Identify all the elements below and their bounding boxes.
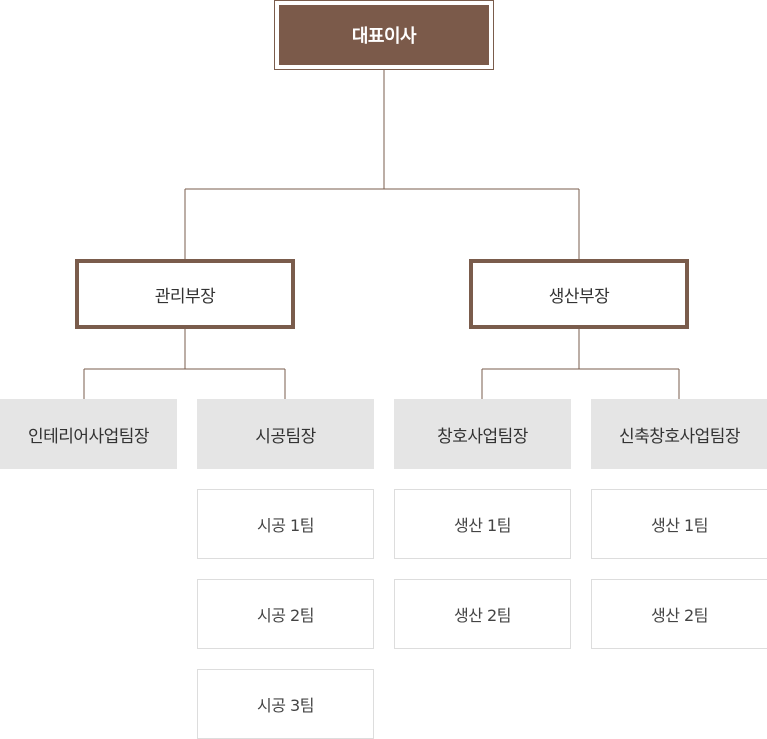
unit-new-window-production-2: 생산 2팀: [591, 579, 767, 649]
team-construction: 시공팀장: [197, 399, 374, 469]
unit-label: 시공 2팀: [257, 606, 314, 625]
unit-label: 생산 2팀: [454, 606, 511, 625]
ceo-box: 대표이사: [279, 5, 489, 65]
unit-label: 생산 1팀: [454, 516, 511, 535]
unit-window-production-2: 생산 2팀: [394, 579, 571, 649]
team-label: 신축창호사업팀장: [618, 426, 741, 447]
unit-construction-1: 시공 1팀: [197, 489, 374, 559]
team-label: 창호사업팀장: [437, 426, 528, 447]
unit-label: 시공 3팀: [257, 696, 314, 715]
team-label: 시공팀장: [255, 426, 316, 447]
unit-new-window-production-1: 생산 1팀: [591, 489, 767, 559]
unit-construction-3: 시공 3팀: [197, 669, 374, 739]
team-window: 창호사업팀장: [394, 399, 571, 469]
department-label: 관리부장: [154, 286, 216, 307]
team-new-window: 신축창호사업팀장: [591, 399, 767, 469]
unit-label: 생산 1팀: [651, 516, 708, 535]
unit-construction-2: 시공 2팀: [197, 579, 374, 649]
department-production: 생산부장: [469, 259, 689, 329]
unit-label: 시공 1팀: [257, 516, 314, 535]
department-admin: 관리부장: [75, 259, 295, 329]
team-label: 인테리어사업팀장: [27, 426, 150, 447]
unit-window-production-1: 생산 1팀: [394, 489, 571, 559]
department-label: 생산부장: [548, 286, 610, 307]
unit-label: 생산 2팀: [651, 606, 708, 625]
team-interior: 인테리어사업팀장: [0, 399, 177, 469]
ceo-label: 대표이사: [351, 26, 417, 47]
